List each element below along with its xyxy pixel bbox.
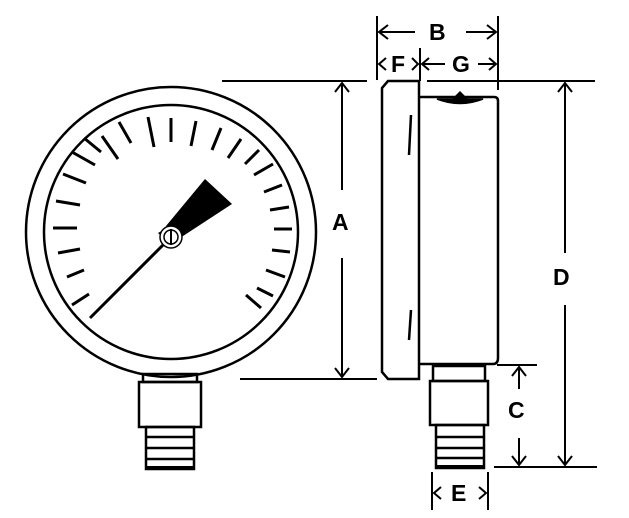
top-fitting [436, 98, 484, 105]
label-a: A [332, 209, 349, 235]
side-bezel [380, 79, 421, 381]
gauge-needle [88, 179, 232, 320]
side-stem [428, 364, 490, 470]
front-view [24, 85, 318, 471]
side-case [419, 95, 500, 366]
label-c: C [508, 397, 525, 423]
label-f: F [391, 51, 405, 77]
label-b: B [429, 19, 446, 45]
outer-bezel [24, 85, 318, 379]
label-d: D [553, 264, 570, 290]
needle-hub [159, 225, 183, 249]
label-e: E [451, 480, 466, 506]
label-g: G [452, 51, 470, 77]
side-view [380, 79, 500, 470]
dial-face [42, 103, 300, 361]
dial-tick-marks [53, 116, 292, 310]
dimension-lines [222, 16, 597, 510]
front-stem [137, 372, 203, 471]
